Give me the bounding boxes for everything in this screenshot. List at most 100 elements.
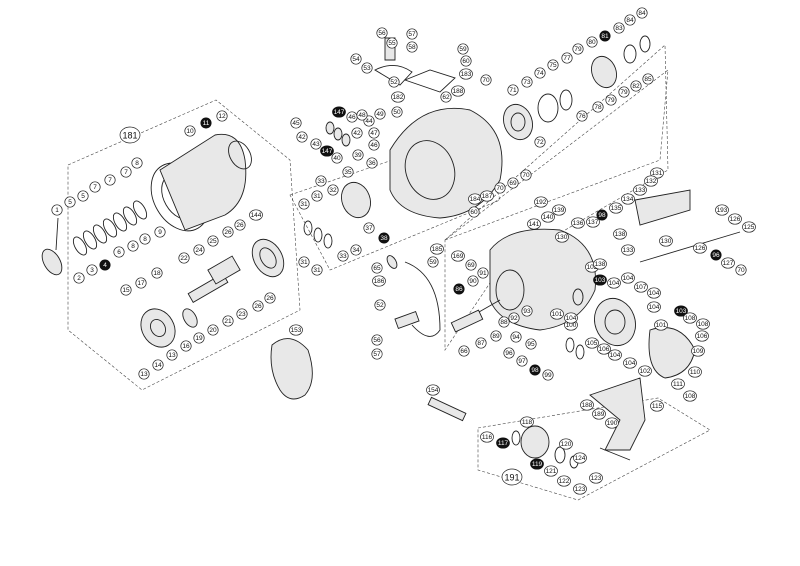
callout-104: 104 xyxy=(607,277,621,289)
callout-bubble xyxy=(503,347,515,359)
callout-126: 126 xyxy=(693,242,707,254)
callout-137: 137 xyxy=(586,216,600,228)
callout-bubble xyxy=(527,218,541,230)
callout-56: 56 xyxy=(376,27,388,39)
callout-98: 98 xyxy=(529,364,541,376)
callout-65: 65 xyxy=(371,262,383,274)
callout-number: 47 xyxy=(370,130,378,137)
callout-104: 104 xyxy=(564,312,578,324)
callout-bubble xyxy=(73,272,85,284)
callout-number: 139 xyxy=(554,207,565,214)
callout-120: 120 xyxy=(559,438,573,450)
callout-181: 181 xyxy=(119,126,141,144)
callout-number: 191 xyxy=(504,472,519,482)
callout-46: 46 xyxy=(346,111,358,123)
callout-35: 35 xyxy=(342,166,354,178)
callout-49: 49 xyxy=(374,108,386,120)
callout-number: 71 xyxy=(509,87,517,94)
callout-bubble xyxy=(541,211,555,223)
callout-number: 187 xyxy=(482,193,493,200)
callout-8: 8 xyxy=(139,233,151,245)
callout-bubble xyxy=(406,41,418,53)
callout-bubble xyxy=(151,267,163,279)
callout-number: 80 xyxy=(588,39,596,46)
callout-bubble xyxy=(104,174,116,186)
callout-bubble xyxy=(252,300,264,312)
callout-bubble xyxy=(154,226,166,238)
callout-number: 42 xyxy=(353,130,361,137)
callout-bubble xyxy=(695,330,709,342)
callout-number: 31 xyxy=(313,267,321,274)
callout-33: 33 xyxy=(337,250,349,262)
callout-bubble xyxy=(363,115,375,127)
callout-number: 39 xyxy=(354,152,362,159)
callout-number: 60 xyxy=(462,58,470,65)
callout-number: 70 xyxy=(522,172,530,179)
callout-bubble xyxy=(391,106,403,118)
callout-number: 54 xyxy=(352,56,360,63)
callout-bubble xyxy=(520,416,534,428)
callout-54: 54 xyxy=(350,53,362,65)
callout-number: 52 xyxy=(376,302,384,309)
callout-number: 102 xyxy=(587,264,598,271)
callout-bubble xyxy=(593,258,607,270)
callout-number: 26 xyxy=(266,295,274,302)
callout-13: 13 xyxy=(138,368,150,380)
callout-bubble xyxy=(647,301,661,313)
callout-21: 21 xyxy=(222,315,234,327)
callout-number: 18 xyxy=(153,270,161,277)
callout-59: 59 xyxy=(427,256,439,268)
callout-number: 109 xyxy=(693,348,704,355)
callout-53: 53 xyxy=(361,62,373,74)
callout-5: 5 xyxy=(77,190,89,202)
callout-bubble xyxy=(593,274,607,286)
callout-11: 11 xyxy=(200,117,212,129)
callout-group: 1234556777888910111213131415161718192021… xyxy=(51,7,756,495)
callout-number: 107 xyxy=(636,284,647,291)
callout-number: 19 xyxy=(195,335,203,342)
callout-133: 133 xyxy=(621,244,635,256)
callout-number: 92 xyxy=(510,315,518,322)
callout-bubble xyxy=(636,7,648,19)
callout-bubble xyxy=(138,368,150,380)
callout-bubble xyxy=(516,355,528,367)
callout-number: 99 xyxy=(544,372,552,379)
callout-8: 8 xyxy=(131,157,143,169)
line-roller xyxy=(325,121,351,147)
callout-number: 9 xyxy=(158,229,162,236)
callout-108: 108 xyxy=(696,318,710,330)
callout-number: 26 xyxy=(254,303,262,310)
callout-number: 81 xyxy=(601,33,609,40)
reel-body xyxy=(450,189,741,379)
callout-bubble xyxy=(350,244,362,256)
callout-number: 192 xyxy=(536,199,547,206)
rotor-washers xyxy=(303,220,333,249)
callout-bubble xyxy=(728,213,742,225)
callout-bubble xyxy=(609,202,623,214)
callout-104: 104 xyxy=(647,301,661,313)
callout-number: 127 xyxy=(723,260,734,267)
callout-bubble xyxy=(605,94,617,106)
callout-number: 70 xyxy=(737,267,745,274)
callout-bubble xyxy=(342,166,354,178)
callout-number: 135 xyxy=(611,205,622,212)
callout-number: 91 xyxy=(479,270,487,277)
callout-bubble xyxy=(621,193,635,205)
callout-bubble xyxy=(457,43,469,55)
callout-number: 66 xyxy=(460,348,468,355)
callout-bubble xyxy=(691,345,705,357)
callout-70: 70 xyxy=(480,74,492,86)
callout-70: 70 xyxy=(735,264,747,276)
callout-139: 139 xyxy=(552,204,566,216)
callout-bubble xyxy=(571,217,585,229)
callout-135: 135 xyxy=(609,202,623,214)
callout-number: 13 xyxy=(168,352,176,359)
callout-number: 8 xyxy=(143,236,147,243)
callout-bubble xyxy=(586,36,598,48)
callout-62: 62 xyxy=(440,91,452,103)
callout-bubble xyxy=(440,91,452,103)
callout-bubble xyxy=(573,483,587,495)
callout-52: 52 xyxy=(388,76,400,88)
callout-bubble xyxy=(650,167,664,179)
